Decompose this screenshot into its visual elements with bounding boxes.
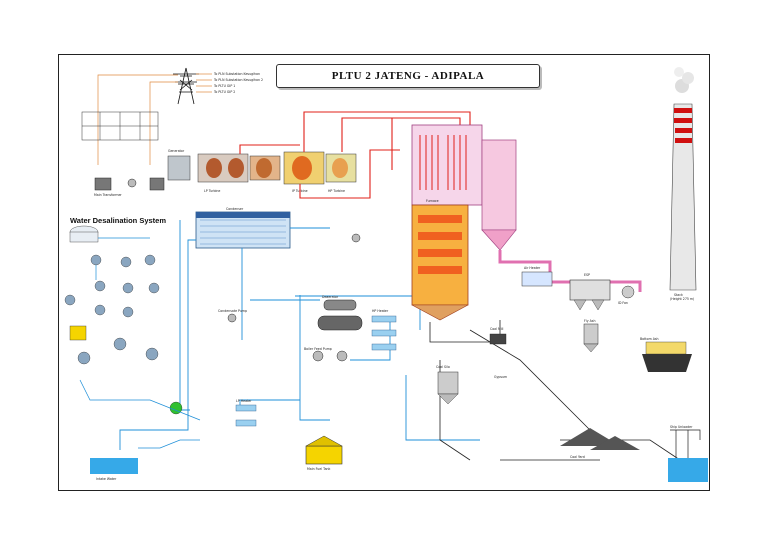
desalination-lines [79, 237, 201, 449]
air-heater [521, 271, 553, 287]
esp-label: ESP [584, 273, 590, 277]
coal-yard [560, 428, 640, 450]
title-box: PLTU 2 JATENG - ADIPALA [276, 64, 540, 88]
deaerator [317, 299, 363, 331]
condenser-label: Condenser [226, 207, 244, 211]
turbine-set [167, 151, 357, 185]
chimney [669, 67, 697, 291]
steam-lines [239, 111, 471, 199]
switchyard [81, 111, 159, 141]
coal-mill [489, 333, 507, 345]
transformer-label: Main Transformer [94, 193, 122, 197]
id-fan-label: ID Fan [618, 301, 628, 305]
hp-turbine-label: HP Turbine [328, 189, 345, 193]
id-fan [621, 285, 635, 299]
water-desalination-title: Water Desalination System [70, 216, 167, 225]
ship-unloader [670, 429, 701, 458]
main-transformer-icon [94, 177, 165, 191]
desalination-system [64, 225, 183, 415]
esp [569, 279, 611, 311]
pumps [227, 233, 361, 362]
sea [90, 458, 708, 482]
line-label-3: To PLTU GIP 1 [213, 84, 235, 88]
output-lines [97, 73, 212, 165]
furnace-label: Furnace [426, 199, 439, 203]
page-title: PLTU 2 JATENG - ADIPALA [331, 70, 485, 82]
deaerator-label: Deaerator [322, 295, 339, 299]
ship-unloader-label: Ship Unloader [670, 425, 693, 429]
gypsum-label: Gypsum [494, 375, 507, 379]
fly-ash-label: Fly Ash [584, 319, 595, 323]
coal-silo-label: Coal Silo [436, 365, 450, 369]
air-heater-label: Air Heater [524, 266, 541, 270]
condenser [195, 211, 291, 249]
chimney-label: Stack [674, 293, 683, 297]
fuel-tank-label: Main Fuel Tank [307, 467, 331, 471]
bottom-ash-label: Bottom Ash [640, 337, 659, 341]
coal-yard-label: Coal Yard [570, 455, 585, 459]
coal-silo [437, 371, 459, 405]
line-label-2: To PLN Substation Kesugihan 2 [213, 78, 263, 82]
boiler [411, 124, 517, 321]
diagram-frame [58, 54, 710, 491]
feedwater-heaters [235, 315, 397, 427]
transmission-tower [173, 67, 199, 105]
coal-mill-label: Coal Mill [490, 327, 504, 331]
hp-heater-label: HP Heater [372, 309, 389, 313]
chimney-sub-label: (Height 275 m) [670, 297, 694, 301]
generator-label: Generator [168, 149, 185, 153]
line-label-4: To PLTU GIP 2 [213, 90, 235, 94]
intake-label: Intake Water [96, 477, 117, 481]
fuel-tank [305, 435, 343, 465]
line-label-1: To PLN Substation Kesugihan [213, 72, 260, 76]
bfp-label: Boiler Feed Pump [304, 347, 332, 351]
ash-yard [642, 341, 692, 372]
lp-turbine-label: LP Turbine [204, 189, 220, 193]
generator-icon [167, 155, 191, 181]
condensate-pump-label: Condensate Pump [218, 309, 247, 313]
fly-ash-silo [583, 323, 599, 353]
lp-heater-label: LP Heater [236, 399, 252, 403]
coal-lines [429, 320, 681, 461]
